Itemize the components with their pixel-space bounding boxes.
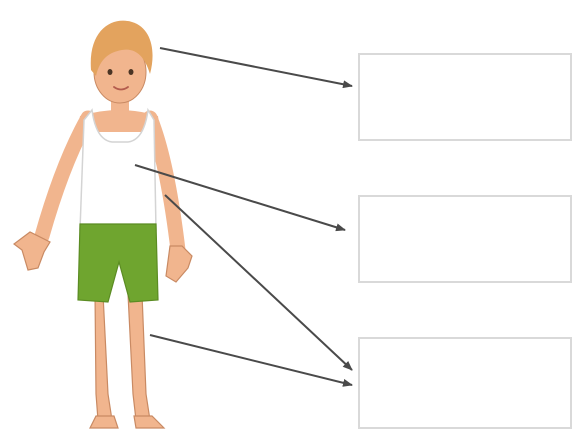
left-leg (95, 294, 112, 420)
left-foot (90, 416, 118, 428)
right-foot (134, 416, 164, 428)
answer-box-3[interactable] (358, 337, 572, 429)
right-leg (128, 294, 150, 420)
arrow-head (160, 48, 352, 86)
right-eye (129, 69, 134, 75)
answer-box-2[interactable] (358, 195, 572, 283)
answer-box-1[interactable] (358, 53, 572, 141)
green-shorts (78, 224, 158, 302)
right-hand (166, 246, 192, 282)
arrow-hand (165, 195, 352, 370)
left-eye (108, 69, 113, 75)
boy-illustration (14, 21, 192, 428)
